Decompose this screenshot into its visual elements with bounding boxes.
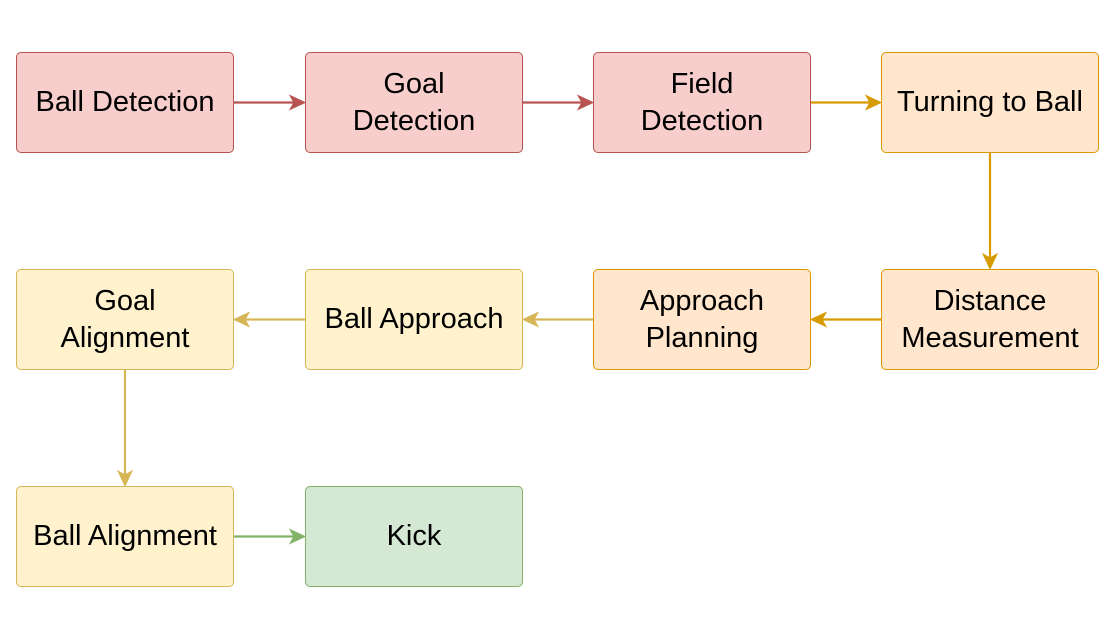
arrowhead-ball_detection-to-goal_detection xyxy=(288,94,307,111)
arrowhead-goal_alignment-to-ball_alignment xyxy=(116,469,134,488)
arrowhead-goal_detection-to-field_detection xyxy=(576,94,595,111)
arrowhead-approach_planning-to-ball_approach xyxy=(521,311,540,328)
arrowhead-ball_alignment-to-kick xyxy=(288,528,307,545)
node-turning-to-ball: Turning to Ball xyxy=(881,52,1099,153)
arrowhead-field_detection-to-turning_to_ball xyxy=(864,94,883,111)
node-goal-alignment: Goal Alignment xyxy=(16,269,234,370)
node-approach-planning: Approach Planning xyxy=(593,269,811,370)
node-kick: Kick xyxy=(305,486,523,587)
arrowhead-distance_measurement-to-approach_planning xyxy=(809,311,828,328)
node-ball-approach: Ball Approach xyxy=(305,269,523,370)
node-distance-measurement: Distance Measurement xyxy=(881,269,1099,370)
arrowhead-ball_approach-to-goal_alignment xyxy=(232,311,251,328)
arrowhead-turning_to_ball-to-distance_measurement xyxy=(981,252,999,271)
node-ball-alignment: Ball Alignment xyxy=(16,486,234,587)
node-ball-detection: Ball Detection xyxy=(16,52,234,153)
node-field-detection: Field Detection xyxy=(593,52,811,153)
node-goal-detection: Goal Detection xyxy=(305,52,523,153)
